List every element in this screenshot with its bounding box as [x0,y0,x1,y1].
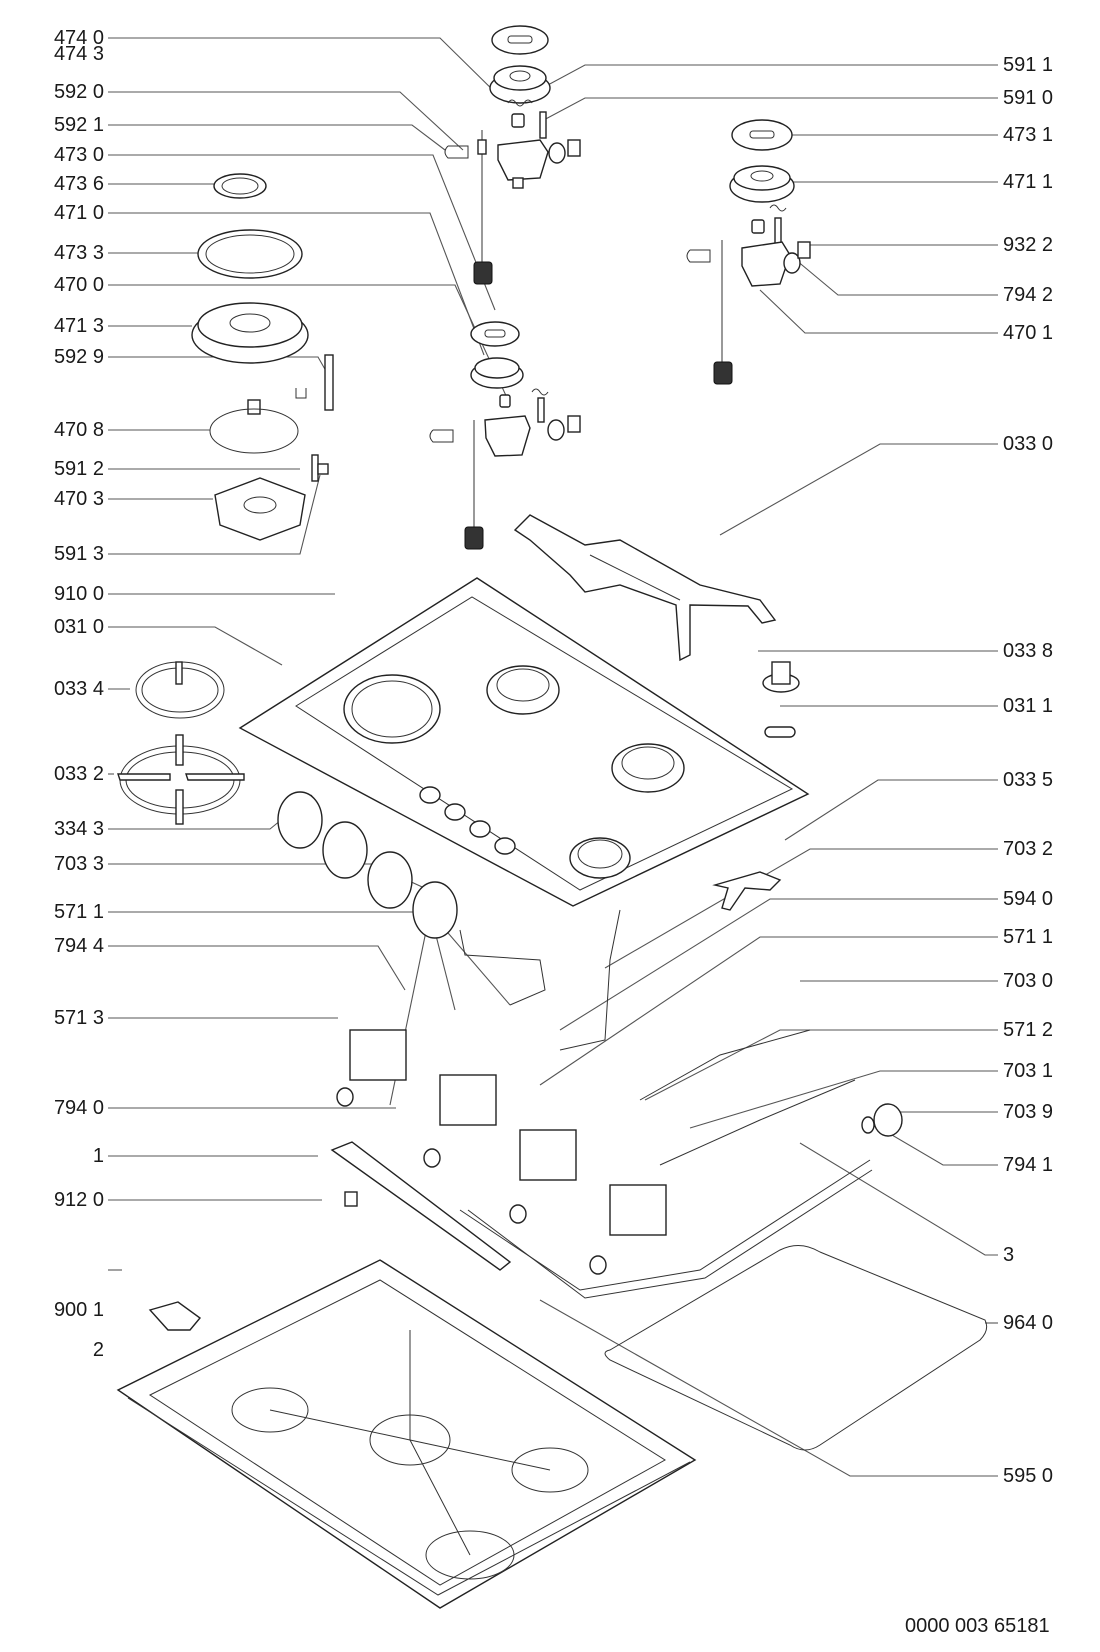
part-label-left: 592 1 [53,114,104,136]
burner-assembly-rear-centre [444,25,581,285]
part-label-left: 591 3 [53,543,104,565]
part-label-left: 794 0 [53,1097,104,1119]
part-label-left: 470 3 [53,488,104,510]
pan-supports [117,514,800,911]
part-label-left: 474 3 [53,43,104,65]
part-label-right: 595 0 [1003,1465,1054,1487]
part-label-left: 470 0 [53,274,104,296]
part-label-left: 031 0 [53,616,104,638]
part-label-left: 2 [92,1339,104,1361]
part-label-right: 571 2 [1003,1019,1054,1041]
part-label-left: 703 3 [53,853,104,875]
control-knobs [277,791,458,939]
hob-top-plate [238,577,810,907]
part-label-right: 470 1 [1003,322,1054,344]
part-label-left: 473 0 [53,144,104,166]
part-label-left: 571 3 [53,1007,104,1029]
leader-lines-right [519,64,998,1477]
part-label-left: 912 0 [53,1189,104,1211]
part-label-left: 473 3 [53,242,104,264]
part-label-left: 033 2 [53,763,104,785]
leader-lines-left [108,37,511,1271]
part-label-right: 3 [1003,1244,1015,1266]
part-label-right: 703 1 [1003,1060,1054,1082]
part-label-left: 910 0 [53,583,104,605]
part-label-left: 471 3 [53,315,104,337]
document-number: 0000 003 65181 [905,1615,1050,1637]
part-label-right: 591 0 [1003,87,1054,109]
part-label-left: 470 8 [53,419,104,441]
part-label-right: 794 2 [1003,284,1054,306]
part-label-left: 900 1 [53,1299,104,1321]
part-label-left: 033 4 [53,678,104,700]
part-label-right: 033 8 [1003,640,1054,662]
part-label-right: 031 1 [1003,695,1054,717]
gas-taps-and-pipes [336,909,903,1299]
burner-assembly-right [686,119,811,385]
part-label-left: 591 2 [53,458,104,480]
part-label-right: 594 0 [1003,888,1054,910]
part-label-left: 334 3 [53,818,104,840]
part-label-left: 1 [92,1145,104,1167]
part-label-left: 592 9 [53,346,104,368]
part-label-right: 794 1 [1003,1154,1054,1176]
part-label-right: 932 2 [1003,234,1054,256]
part-label-right: 591 1 [1003,54,1054,76]
part-label-right: 473 1 [1003,124,1054,146]
part-label-left: 473 6 [53,173,104,195]
part-label-left: 794 4 [53,935,104,957]
burner-assembly-left-wok [191,173,334,541]
part-label-left: 571 1 [53,901,104,923]
part-label-right: 703 2 [1003,838,1054,860]
part-label-right: 033 0 [1003,433,1054,455]
part-label-right: 571 1 [1003,926,1054,948]
part-label-right: 703 0 [1003,970,1054,992]
base-tray-assembly [116,1141,988,1609]
part-label-left: 474 0 [53,27,104,49]
part-label-right: 964 0 [1003,1312,1054,1334]
part-label-right: 033 5 [1003,769,1054,791]
burner-assembly-centre [429,321,581,550]
part-label-right: 471 1 [1003,171,1054,193]
part-label-left: 592 0 [53,81,104,103]
part-label-left: 471 0 [53,202,104,224]
part-label-right: 703 9 [1003,1101,1054,1123]
